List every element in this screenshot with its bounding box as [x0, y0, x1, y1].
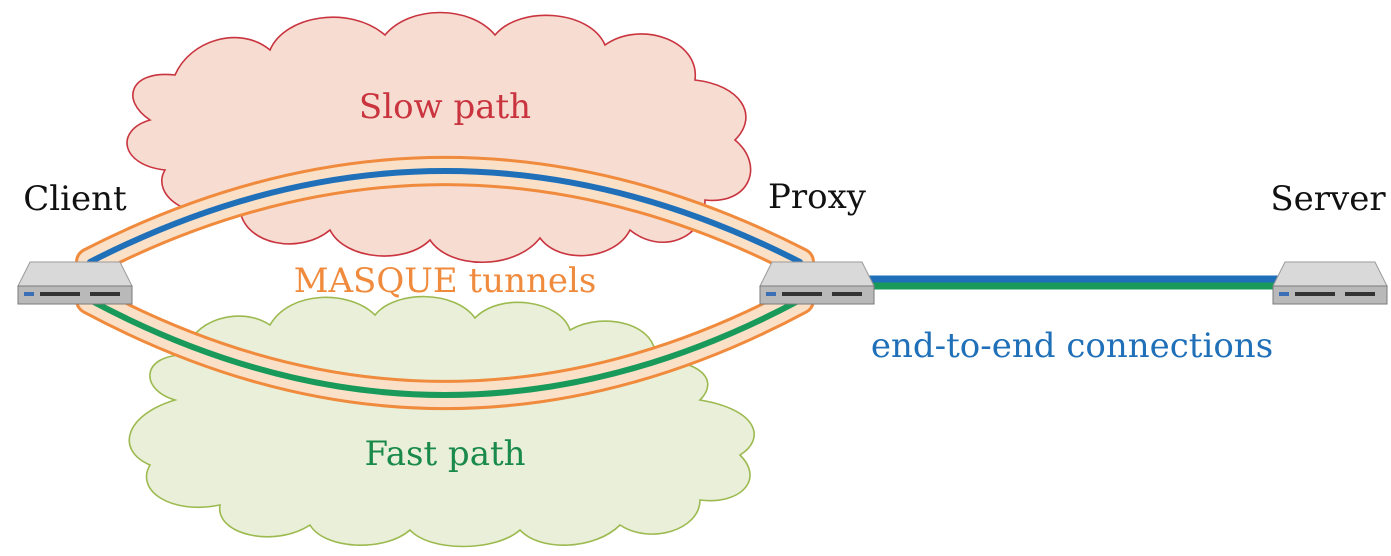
- fast-path-cloud: [128, 295, 755, 548]
- end-to-end-link: [860, 275, 1280, 290]
- tunnels-label: MASQUE tunnels: [294, 261, 597, 301]
- proxy-server-icon: [759, 261, 875, 305]
- upper-masque-tunnel: [75, 156, 815, 277]
- fast-path-label: Fast path: [364, 434, 525, 474]
- end-to-end-label: end-to-end connections: [871, 326, 1273, 366]
- client-label: Client: [23, 179, 127, 219]
- client-server-icon: [17, 261, 133, 305]
- slow-path-cloud: [126, 11, 752, 264]
- slow-path-label: Slow path: [359, 87, 531, 127]
- lower-masque-tunnel: [75, 285, 815, 410]
- server-icon: [1272, 261, 1388, 305]
- proxy-label: Proxy: [768, 177, 867, 217]
- server-label: Server: [1270, 179, 1386, 219]
